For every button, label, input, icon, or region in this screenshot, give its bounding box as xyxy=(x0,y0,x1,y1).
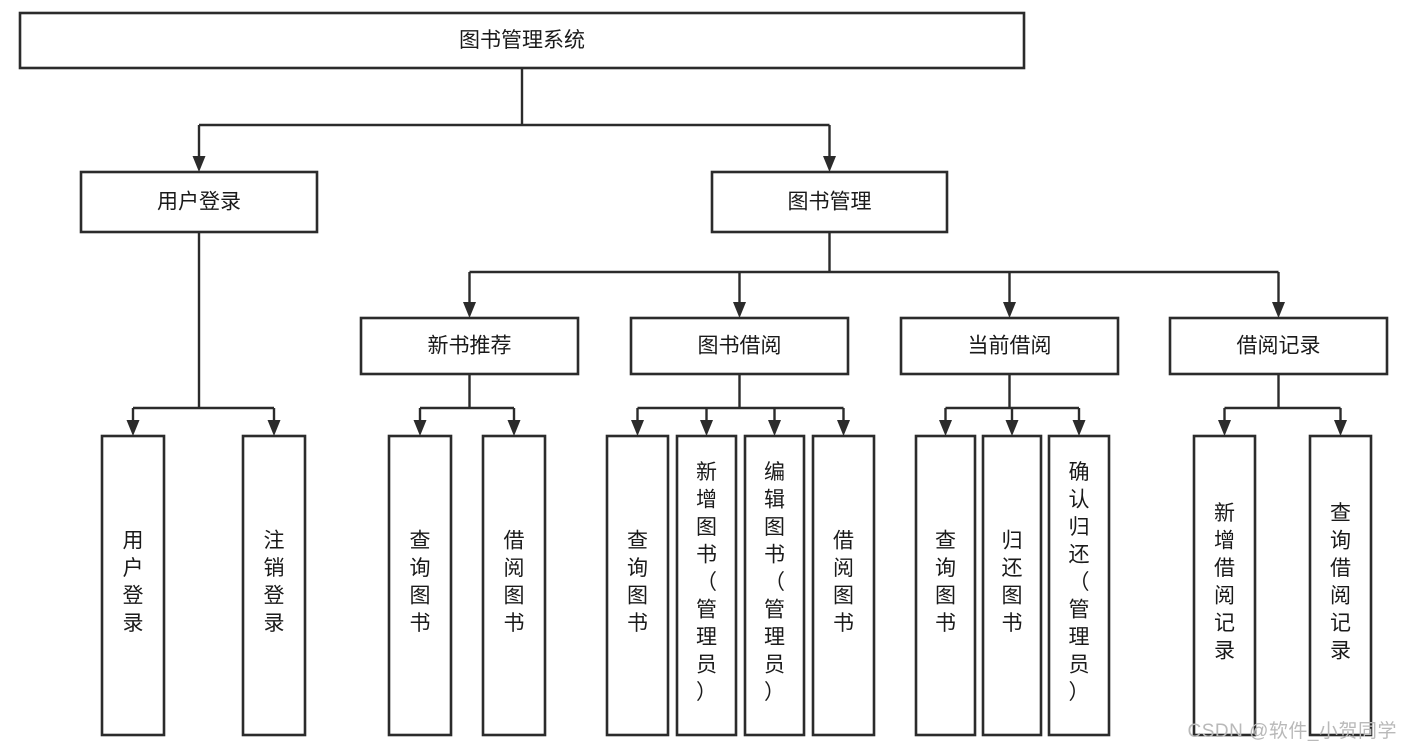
node-box-leaf-edit-book xyxy=(743,434,806,737)
node-user-login[interactable]: 用户登录 xyxy=(79,170,319,234)
node-box-leaf-add-book xyxy=(675,434,738,737)
node-label-root: 图书管理系统 xyxy=(459,29,585,52)
arrow-head-leaf-confirm-return xyxy=(1072,420,1086,436)
node-box-leaf-confirm-return xyxy=(1047,434,1111,737)
node-label-user-login: 用户登录 xyxy=(157,191,241,214)
arrow-head-leaf-borrow-book-1 xyxy=(507,420,521,436)
node-box-leaf-query-book-3 xyxy=(914,434,977,737)
node-label-leaf-edit-book: 编辑图书（管理员） xyxy=(764,461,785,704)
node-box-leaf-borrow-book-1 xyxy=(481,434,547,737)
arrow-head-leaf-query-book-2 xyxy=(631,420,644,436)
node-leaf-logout[interactable]: 注销登录 xyxy=(241,434,307,737)
node-label-borrow-record: 借阅记录 xyxy=(1237,335,1321,358)
arrow-head-leaf-add-record xyxy=(1218,420,1231,436)
node-leaf-add-record[interactable]: 新增借阅记录 xyxy=(1192,434,1257,737)
node-leaf-return-book[interactable]: 归还图书 xyxy=(981,434,1043,737)
node-new-book-rec[interactable]: 新书推荐 xyxy=(359,316,580,376)
node-leaf-confirm-return[interactable]: 确认归还（管理员） xyxy=(1047,434,1111,737)
arrow-head-user-login xyxy=(192,156,206,172)
node-leaf-query-record[interactable]: 查询借阅记录 xyxy=(1308,434,1373,737)
node-box-leaf-add-record xyxy=(1192,434,1257,737)
node-layer: 图书管理系统用户登录图书管理新书推荐图书借阅当前借阅借阅记录用户登录注销登录查询… xyxy=(18,11,1389,737)
arrow-head-leaf-query-book-3 xyxy=(939,420,952,436)
node-label-leaf-logout: 注销登录 xyxy=(264,530,285,636)
node-root[interactable]: 图书管理系统 xyxy=(18,11,1026,70)
node-box-user-login xyxy=(79,170,319,234)
node-label-leaf-borrow-book-2: 借阅图书 xyxy=(833,530,854,636)
watermark-label: CSDN @软件_小贺同学 xyxy=(1187,721,1397,742)
node-label-book-manage: 图书管理 xyxy=(788,191,872,214)
node-box-leaf-query-book-2 xyxy=(605,434,670,737)
node-leaf-query-book-2[interactable]: 查询图书 xyxy=(605,434,670,737)
node-leaf-add-book[interactable]: 新增图书（管理员） xyxy=(675,434,738,737)
arrow-head-current-borrow xyxy=(1003,302,1016,318)
node-label-book-borrow: 图书借阅 xyxy=(698,335,782,358)
node-box-leaf-return-book xyxy=(981,434,1043,737)
node-box-current-borrow xyxy=(899,316,1120,376)
arrow-head-leaf-query-book-1 xyxy=(413,420,427,436)
arrow-head-leaf-borrow-book-2 xyxy=(837,420,850,436)
node-box-leaf-user-login xyxy=(100,434,166,737)
node-label-leaf-query-book-1: 查询图书 xyxy=(410,530,431,636)
node-box-leaf-borrow-book-2 xyxy=(811,434,876,737)
node-label-leaf-add-record: 新增借阅记录 xyxy=(1214,502,1235,663)
connector-layer xyxy=(126,68,1347,436)
node-leaf-borrow-book-2[interactable]: 借阅图书 xyxy=(811,434,876,737)
arrow-head-book-manage xyxy=(823,156,836,172)
node-leaf-user-login[interactable]: 用户登录 xyxy=(100,434,166,737)
arrow-head-leaf-query-record xyxy=(1334,420,1347,436)
arrow-head-new-book-rec xyxy=(463,302,476,318)
node-label-leaf-user-login: 用户登录 xyxy=(123,530,144,636)
node-box-leaf-logout xyxy=(241,434,307,737)
node-label-leaf-add-book: 新增图书（管理员） xyxy=(696,461,717,704)
node-leaf-query-book-3[interactable]: 查询图书 xyxy=(914,434,977,737)
node-current-borrow[interactable]: 当前借阅 xyxy=(899,316,1120,376)
node-label-leaf-query-book-2: 查询图书 xyxy=(627,530,648,636)
node-leaf-query-book-1[interactable]: 查询图书 xyxy=(387,434,453,737)
node-borrow-record[interactable]: 借阅记录 xyxy=(1168,316,1389,376)
node-label-leaf-query-book-3: 查询图书 xyxy=(935,530,956,636)
node-label-new-book-rec: 新书推荐 xyxy=(428,335,512,358)
node-box-root xyxy=(18,11,1026,70)
arrow-head-book-borrow xyxy=(733,302,746,318)
node-label-leaf-return-book: 归还图书 xyxy=(1002,530,1023,636)
node-label-leaf-query-record: 查询借阅记录 xyxy=(1330,502,1351,663)
node-label-leaf-borrow-book-1: 借阅图书 xyxy=(504,530,525,636)
node-label-leaf-confirm-return: 确认归还（管理员） xyxy=(1069,461,1090,704)
node-box-borrow-record xyxy=(1168,316,1389,376)
arrow-head-leaf-add-book xyxy=(700,420,713,436)
node-box-book-borrow xyxy=(629,316,850,376)
node-book-borrow[interactable]: 图书借阅 xyxy=(629,316,850,376)
arrow-head-leaf-return-book xyxy=(1005,420,1019,436)
node-box-leaf-query-record xyxy=(1308,434,1373,737)
node-leaf-borrow-book-1[interactable]: 借阅图书 xyxy=(481,434,547,737)
node-leaf-edit-book[interactable]: 编辑图书（管理员） xyxy=(743,434,806,737)
node-box-book-manage xyxy=(710,170,949,234)
arrow-head-leaf-user-login xyxy=(126,420,140,436)
node-label-current-borrow: 当前借阅 xyxy=(968,335,1052,358)
node-box-leaf-query-book-1 xyxy=(387,434,453,737)
node-box-new-book-rec xyxy=(359,316,580,376)
arrow-head-leaf-edit-book xyxy=(768,420,781,436)
node-book-manage[interactable]: 图书管理 xyxy=(710,170,949,234)
arrow-head-leaf-logout xyxy=(267,420,281,436)
arrow-head-borrow-record xyxy=(1272,302,1285,318)
